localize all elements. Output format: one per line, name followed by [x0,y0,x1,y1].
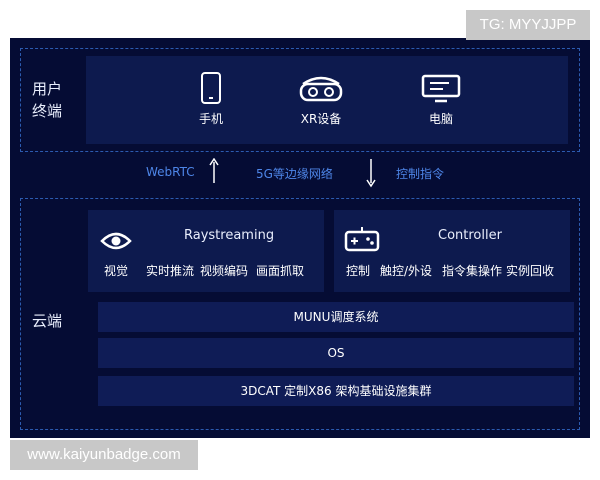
gamepad-icon [344,227,380,252]
feature-frame-capture: 画面抓取 [256,264,305,278]
device-pc-label: 电脑 [428,112,453,126]
feature-touch-peripheral: 触控/外设 [380,264,433,278]
feature-video-encode: 视频编码 [200,264,249,278]
device-xr-label: XR设备 [300,112,342,126]
feature-command-set: 指令集操作 [442,264,503,278]
layer-os: OS [98,338,574,368]
raystreaming-panel: Raystreaming 视觉 实时推流 视频编码 画面抓取 [88,210,324,292]
down-arrow-icon [366,159,376,188]
user-terminal-section [20,48,580,152]
watermark-bottom: www.kaiyunbadge.com [10,440,198,470]
vr-headset-icon [299,76,343,102]
user-terminal-label: 用户 终端 [32,78,62,122]
up-arrow-icon [209,158,219,183]
layer-infrastructure-cluster: 3DCAT 定制X86 架构基础设施集群 [98,376,574,406]
device-phone-label: 手机 [198,112,223,126]
user-terminal-label-line1: 用户 [32,80,63,98]
feature-realtime-push: 实时推流 [146,264,195,278]
controller-title: Controller [438,228,502,243]
layer-munu-scheduler: MUNU调度系统 [98,302,574,332]
cloud-label: 云端 [32,312,63,330]
vision-label: 视觉 [104,264,129,278]
controller-panel: Controller 控制 触控/外设 指令集操作 实例回收 [334,210,570,292]
device-xr: XR设备 [276,74,366,127]
control-command-label: 控制指令 [396,167,445,181]
control-label: 控制 [346,264,371,278]
eye-icon [100,232,132,250]
webrtc-label: WebRTC [146,165,195,179]
device-pc: 电脑 [396,74,486,127]
phone-icon [201,72,221,104]
device-phone: 手机 [166,72,256,127]
monitor-icon [421,74,461,103]
cloud-section [20,198,580,430]
watermark-top: TG: MYYJJPP [466,10,590,40]
network-label: 5G等边缘网络 [256,167,333,181]
user-terminal-label-line2: 终端 [32,102,63,120]
feature-instance-recycle: 实例回收 [506,264,555,278]
architecture-diagram: 用户 终端 手机 XR设备 电脑 WebRTC 5G等边缘网络 [10,38,590,438]
raystreaming-title: Raystreaming [184,228,275,243]
